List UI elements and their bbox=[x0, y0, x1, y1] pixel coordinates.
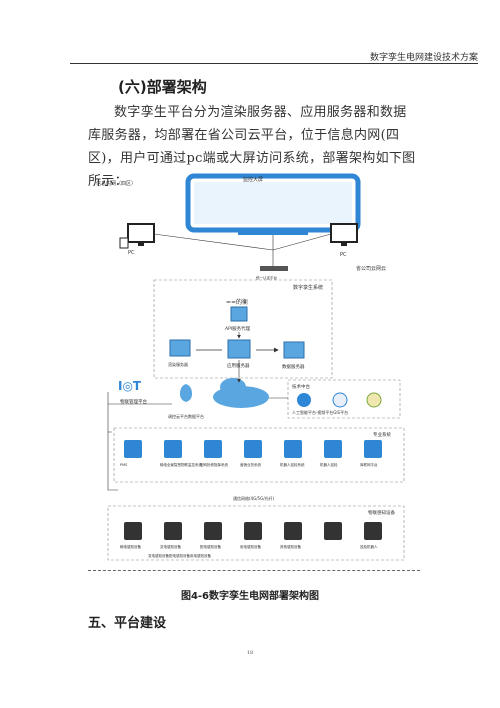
pro-system-label: PMS bbox=[120, 463, 128, 467]
pro-system-icon bbox=[364, 440, 382, 458]
page-number: 18 bbox=[246, 650, 254, 656]
pc-left-icon bbox=[119, 223, 155, 249]
app-server-icon bbox=[227, 339, 251, 359]
running-header: 数字孪生电网建设技术方案 bbox=[369, 53, 478, 63]
sensor-icon bbox=[124, 522, 142, 540]
figure-caption: 图4-6数字孪生电网部署架构图 bbox=[180, 591, 320, 602]
firewall-label: 统一认证平台 bbox=[256, 275, 277, 280]
pro-system-label: 机器人巡检 bbox=[320, 462, 338, 467]
render-server-label: 渲染服务器 bbox=[168, 361, 188, 367]
sensor-box bbox=[107, 505, 405, 561]
figure-divider bbox=[88, 570, 420, 571]
pro-system-label: 输电全景智慧物联监控系统 bbox=[160, 462, 202, 467]
api-gateway-icon bbox=[230, 306, 248, 322]
tech-platform-title: 技术中台 bbox=[292, 383, 310, 390]
sensor-icon bbox=[324, 522, 342, 540]
api-gateway-label: API服务代理 bbox=[225, 325, 251, 332]
sensor-note: 变电感知设备配电感知设备用电感知设备 bbox=[148, 553, 211, 558]
pc-right-icon bbox=[330, 223, 358, 246]
render-server-icon bbox=[169, 339, 191, 357]
lb-label: ==的衡 bbox=[226, 298, 248, 306]
pro-system-icon bbox=[164, 440, 182, 458]
sensor-label: 输电感知设备 bbox=[120, 544, 141, 549]
tech-platform-box bbox=[287, 379, 401, 419]
db-server-label: 数据服务器 bbox=[282, 363, 305, 370]
system-box bbox=[153, 279, 333, 379]
section-heading: 五、平台建设 bbox=[88, 616, 167, 631]
sensor-icon bbox=[284, 522, 302, 540]
pro-system-icon bbox=[244, 440, 262, 458]
sensor-icon bbox=[164, 522, 182, 540]
deployment-diagram: 信息内网（四区） 省公司云网云 监控大屏 PC PC 统一认证平台 数字孪生系统… bbox=[96, 173, 405, 561]
pro-system-icon bbox=[324, 440, 342, 458]
gis-icon bbox=[366, 392, 382, 408]
zone-right-label: 省公司云网云 bbox=[356, 265, 386, 272]
sensor-icon bbox=[204, 522, 222, 540]
sensor-label: 其他感知设备 bbox=[280, 544, 301, 549]
body-paragraph: 数字孪生平台分为渲染服务器、应用服务器和数据库服务器，均部署在省公司云平台，位于… bbox=[88, 105, 416, 189]
pc-right-label: PC bbox=[340, 252, 347, 258]
pro-system-icon bbox=[284, 440, 302, 458]
shield-icon bbox=[180, 384, 192, 402]
sensor-icon bbox=[364, 522, 382, 540]
system-title: 数字孪生系统 bbox=[293, 284, 323, 291]
db-server-icon bbox=[283, 341, 305, 359]
sensor-icon bbox=[244, 522, 262, 540]
sensor-label: 用电感知设备 bbox=[240, 544, 261, 549]
sensor-network-label: 通信网络(4G/5G/光纤) bbox=[233, 495, 275, 501]
firewall-icon bbox=[260, 266, 288, 271]
big-screen-icon bbox=[185, 173, 361, 235]
sensor-label: 变电感知设备 bbox=[160, 544, 181, 549]
pc-left-label: PC bbox=[128, 250, 135, 256]
pro-system-label: 配网抢修指挥系统 bbox=[200, 462, 228, 467]
sensor-title: 物联感知设备 bbox=[368, 509, 395, 516]
pro-system-icon bbox=[124, 440, 142, 458]
app-server-label: 应用服务器 bbox=[227, 362, 250, 369]
ai-icon bbox=[297, 393, 311, 407]
iot-icon: I◎T bbox=[118, 379, 142, 393]
iot-label: 物联管理平台 bbox=[120, 398, 147, 405]
tech-platform-line: 人工智能平台·视频平台GIS平台 bbox=[292, 409, 348, 415]
pro-system-label: 库联网平台 bbox=[360, 462, 378, 467]
sensor-label: 配电感知设备 bbox=[200, 544, 221, 549]
pro-systems-box bbox=[113, 427, 405, 483]
sensor-label: 巡检机器人 bbox=[360, 544, 378, 549]
pro-system-label: 机器人巡检系统 bbox=[280, 462, 305, 467]
big-screen-label: 监控大屏 bbox=[243, 176, 263, 183]
header-rule bbox=[70, 63, 478, 64]
dispatch-label: 调控云平台数据平台 bbox=[168, 413, 204, 419]
section-title: (六)部署架构 bbox=[118, 78, 207, 96]
pro-systems-title: 专业系统 bbox=[373, 431, 391, 438]
pro-system-icon bbox=[204, 440, 222, 458]
video-icon bbox=[332, 392, 348, 408]
zone-left-label: 信息内网（四区） bbox=[96, 180, 136, 187]
pro-system-label: 营销业务系统 bbox=[240, 462, 261, 467]
